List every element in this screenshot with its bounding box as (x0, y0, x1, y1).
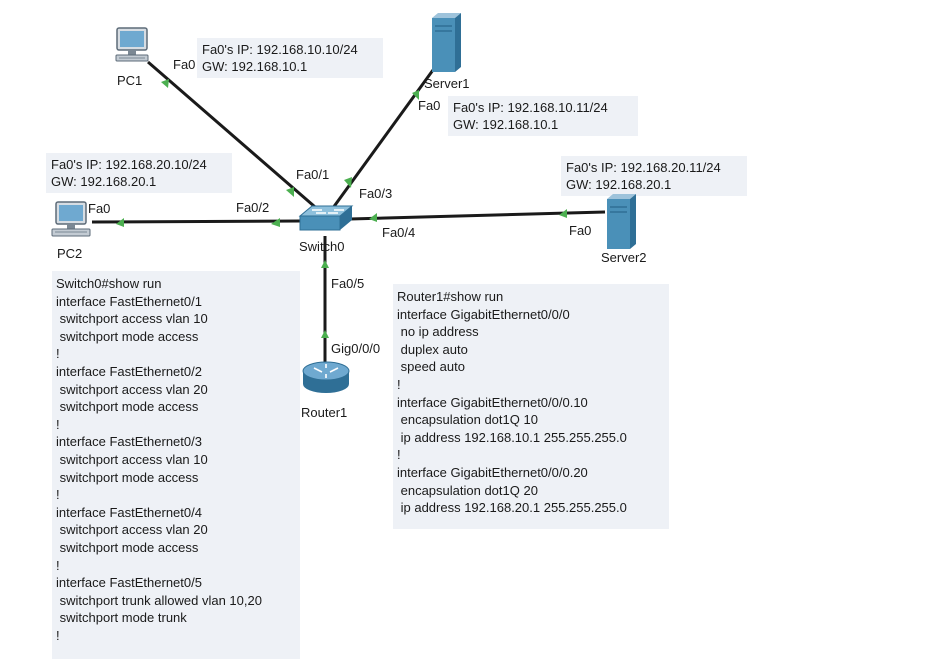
pc2-ip-line: Fa0's IP: 192.168.20.10/24 (51, 157, 207, 172)
router-icon (302, 361, 350, 393)
config-line: Router1#show run (397, 289, 504, 304)
server1-ip-line: Fa0's IP: 192.168.10.11/24 (453, 100, 608, 115)
link-up-indicator (559, 209, 567, 218)
config-line: interface FastEthernet0/1 (56, 293, 202, 309)
config-line: interface GigabitEthernet0/0/0.10 (397, 394, 588, 410)
pc2-label: PC2 (57, 246, 83, 261)
link-up-indicator (369, 213, 377, 222)
config-line: interface FastEthernet0/4 (56, 504, 202, 520)
router1-config-block: Router1#show run interface GigabitEthern… (393, 284, 669, 529)
server2-ip-note: Fa0's IP: 192.168.20.11/24 GW: 192.168.2… (561, 156, 747, 196)
config-line: switchport access vlan 10 (56, 451, 208, 467)
pc-icon (51, 201, 91, 237)
switch0-fa05-label: Fa0/5 (331, 276, 365, 291)
config-line: switchport mode trunk (56, 610, 187, 626)
link-up-indicator (116, 218, 124, 227)
server1-port-label: Fa0 (418, 98, 441, 113)
router1-device[interactable] (301, 360, 351, 394)
config-line: switchport mode access (56, 399, 199, 415)
pc1-port-label: Fa0 (173, 57, 196, 72)
link-up-indicator (286, 187, 294, 197)
pc2-gw-line: GW: 192.168.20.1 (51, 174, 157, 189)
server2-ip-line: Fa0's IP: 192.168.20.11/24 (566, 160, 721, 175)
pc1-device[interactable] (110, 26, 154, 68)
config-line: interface FastEthernet0/5 (56, 575, 202, 591)
link-pc2-switch0[interactable] (91, 219, 301, 224)
switch0-fa04-label: Fa0/4 (382, 225, 416, 240)
config-line: switchport mode access (56, 469, 199, 485)
config-line: ip address 192.168.10.1 255.255.255.0 (397, 429, 627, 445)
config-line: switchport access vlan 20 (56, 381, 208, 397)
config-line: interface FastEthernet0/2 (56, 363, 202, 379)
config-line: interface GigabitEthernet0/0/0 (397, 306, 570, 322)
config-line: no ip address (397, 324, 479, 340)
config-line: encapsulation dot1Q 20 (397, 482, 538, 498)
server1-device[interactable] (428, 12, 464, 72)
config-line: duplex auto (397, 341, 468, 357)
switch0-fa02-label: Fa0/2 (236, 200, 270, 215)
server2-label: Server2 (601, 250, 647, 265)
server-icon (607, 194, 636, 249)
pc1-ip-line: Fa0's IP: 192.168.10.10/24 (202, 42, 358, 57)
config-line: ! (56, 557, 60, 573)
config-line: ! (56, 487, 60, 503)
pc1-ip-note: Fa0's IP: 192.168.10.10/24 GW: 192.168.1… (197, 38, 383, 78)
server2-device[interactable] (603, 193, 639, 249)
config-line: switchport access vlan 10 (56, 311, 208, 327)
router1-label: Router1 (301, 405, 348, 420)
link-up-indicator (321, 260, 329, 268)
config-line: encapsulation dot1Q 10 (397, 412, 538, 428)
config-line: ip address 192.168.20.1 255.255.255.0 (397, 500, 627, 516)
config-line: switchport mode access (56, 539, 199, 555)
config-line: ! (56, 346, 60, 362)
server1-gw-line: GW: 192.168.10.1 (453, 117, 559, 132)
link-up-indicator (412, 90, 419, 100)
link-up-indicator (161, 79, 169, 88)
server1-label: Server1 (424, 76, 470, 91)
switch0-label: Switch0 (299, 239, 345, 254)
config-line: interface FastEthernet0/3 (56, 434, 202, 450)
config-line: interface GigabitEthernet0/0/0.20 (397, 464, 588, 480)
config-line: Switch0#show run (56, 276, 162, 291)
server1-ip-note: Fa0's IP: 192.168.10.11/24 GW: 192.168.1… (448, 96, 638, 136)
config-line: ! (56, 416, 60, 432)
pc-icon (115, 27, 149, 62)
config-line: switchport trunk allowed vlan 10,20 (56, 592, 262, 608)
switch0-fa01-label: Fa0/1 (296, 167, 330, 182)
pc1-label: PC1 (117, 73, 143, 88)
router1-gig-label: Gig0/0/0 (331, 341, 381, 356)
pc2-ip-note: Fa0's IP: 192.168.20.10/24 GW: 192.168.2… (46, 153, 232, 193)
link-up-indicator (271, 218, 280, 227)
server2-gw-line: GW: 192.168.20.1 (566, 177, 672, 192)
pc2-device[interactable] (48, 200, 94, 242)
server2-port-label: Fa0 (569, 223, 592, 238)
config-line: ! (56, 627, 60, 643)
config-line: ! (397, 447, 401, 463)
switch-icon (298, 205, 354, 231)
switch0-config-block: Switch0#show run interface FastEthernet0… (52, 271, 300, 659)
link-up-indicator (321, 330, 329, 338)
link-up-indicator (344, 177, 352, 188)
pc2-port-label: Fa0 (88, 201, 111, 216)
switch0-fa03-label: Fa0/3 (359, 186, 393, 201)
config-line: speed auto (397, 359, 465, 375)
config-line: ! (397, 376, 401, 392)
server-icon (432, 13, 461, 72)
config-line: switchport access vlan 20 (56, 522, 208, 538)
pc1-gw-line: GW: 192.168.10.1 (202, 59, 308, 74)
switch0-device[interactable] (298, 204, 354, 238)
config-line: switchport mode access (56, 328, 199, 344)
